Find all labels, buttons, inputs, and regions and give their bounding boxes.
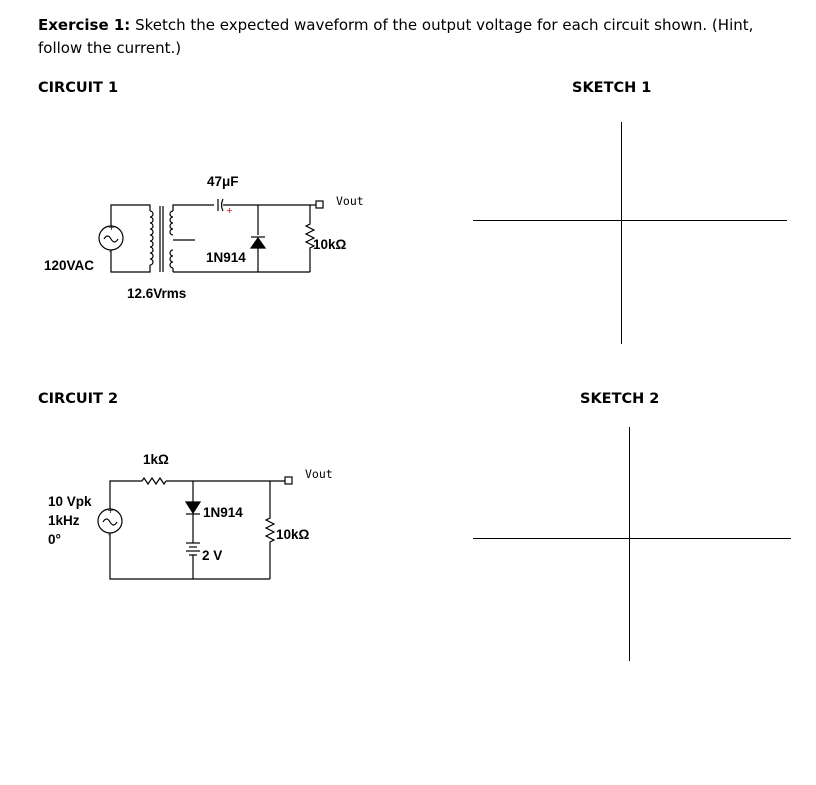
source-amplitude-label: 10 Vpk — [48, 494, 92, 509]
vout-label: Vout — [336, 194, 364, 208]
source-label: 120VAC — [44, 258, 95, 273]
vout-terminal — [315, 200, 324, 209]
exercise-text: Sketch the expected waveform of the outp… — [38, 16, 754, 57]
svg-text:+: + — [226, 206, 233, 215]
diode-label: 1N914 — [203, 505, 243, 520]
svg-text:+: + — [107, 506, 114, 515]
source-phase-label: 0° — [48, 532, 61, 547]
transformer-primary-icon — [149, 210, 154, 268]
circuit1-heading: CIRCUIT 1 — [38, 80, 119, 96]
resistor-icon — [141, 476, 167, 486]
svg-text:+: + — [108, 223, 115, 232]
series-resistor-label: 1kΩ — [143, 452, 169, 467]
exercise-label: Exercise 1: — [38, 16, 131, 34]
exercise-instructions: Exercise 1: Sketch the expected waveform… — [38, 14, 758, 60]
capacitor-icon — [217, 198, 224, 212]
source-frequency-label: 1kHz — [48, 513, 80, 528]
battery-label: 2 V — [202, 548, 223, 563]
vout-terminal — [284, 476, 293, 485]
resistor-icon — [264, 481, 276, 579]
circuit2-heading: CIRCUIT 2 — [38, 391, 119, 407]
capacitor-label: 47μF — [207, 174, 239, 189]
diode-icon — [249, 205, 267, 272]
diode-icon — [184, 481, 202, 543]
diode-label: 1N914 — [206, 250, 246, 265]
resistor-label: 10kΩ — [313, 237, 347, 252]
sketch1-heading: SKETCH 1 — [572, 80, 652, 96]
sketch2-horizontal-axis — [473, 538, 791, 539]
transformer-secondary-icon — [169, 204, 195, 272]
load-resistor-label: 10kΩ — [276, 527, 310, 542]
sketch1-horizontal-axis — [473, 220, 787, 221]
sketch2-vertical-axis — [629, 427, 630, 661]
battery-icon — [186, 542, 200, 579]
sketch1-vertical-axis — [621, 122, 622, 344]
transformer-label: 12.6Vrms — [127, 286, 187, 301]
vout-label: Vout — [305, 467, 333, 481]
resistor-icon — [304, 212, 316, 272]
sketch2-heading: SKETCH 2 — [580, 391, 660, 407]
